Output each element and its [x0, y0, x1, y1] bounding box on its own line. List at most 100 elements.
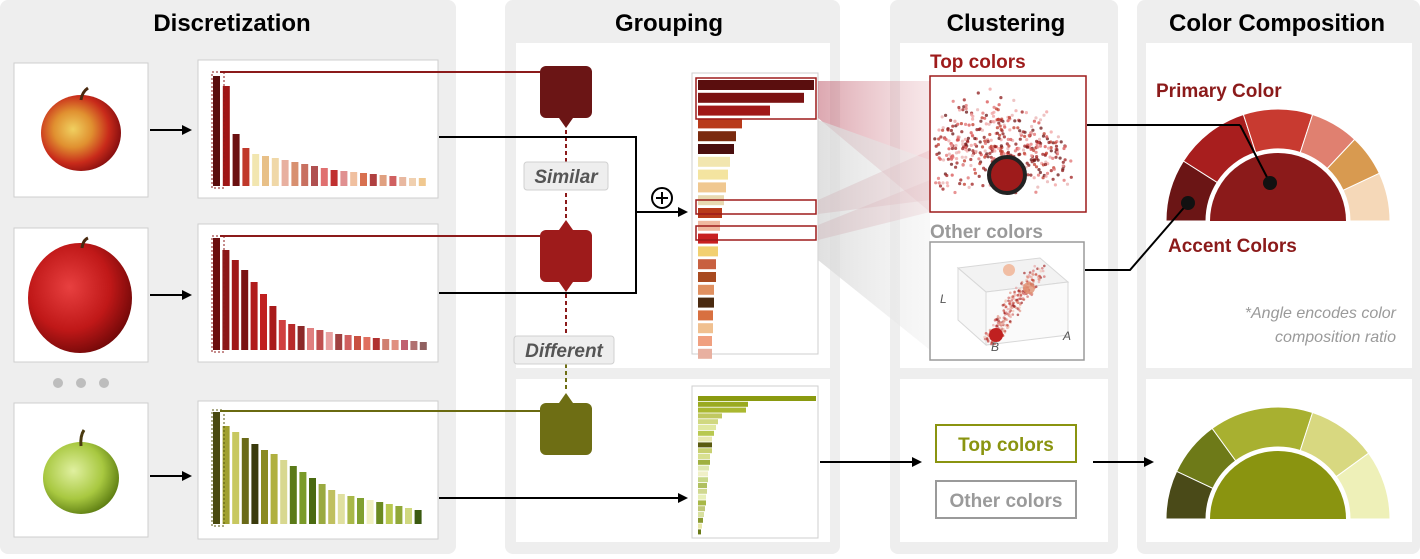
grouped-bar: [698, 471, 708, 477]
histogram-bar: [419, 342, 427, 350]
scatter-point: [1065, 182, 1070, 186]
scatter-point: [937, 137, 941, 141]
scatter-point: [945, 181, 949, 185]
scatter-point: [986, 140, 990, 144]
histogram-bar: [337, 494, 345, 524]
scatter-point: [1032, 159, 1036, 163]
scatter-point: [1043, 264, 1046, 268]
histogram-bar: [330, 170, 338, 186]
histogram-bar: [389, 176, 397, 186]
scatter-point: [1008, 128, 1012, 132]
histogram-bar: [399, 177, 407, 186]
scatter-point: [941, 128, 945, 132]
scatter-point: [971, 117, 975, 121]
histogram-bar: [242, 148, 250, 186]
scatter-point: [993, 149, 997, 153]
scatter-point: [959, 122, 964, 126]
scatter-point: [1023, 134, 1027, 138]
scatter-point: [969, 163, 973, 168]
scatter-point: [1045, 171, 1050, 175]
scatter-point: [962, 105, 966, 109]
scatter-point: [977, 174, 981, 178]
histogram-bar: [232, 134, 240, 186]
scatter-point: [1014, 306, 1018, 310]
histogram-bar: [414, 510, 422, 524]
similar-label: Similar: [534, 167, 599, 188]
scatter-point: [1061, 164, 1065, 168]
grouped-bar: [698, 430, 714, 436]
scatter-point: [984, 113, 989, 117]
histogram-bar: [270, 454, 278, 524]
scatter-point: [962, 98, 966, 102]
histogram-bar: [335, 334, 343, 350]
scatter-point: [951, 124, 955, 128]
3d-axis-box: [956, 257, 1070, 347]
scatter-point: [971, 134, 975, 138]
olive-other-colors-label: Other colors: [950, 491, 1063, 512]
scatter-point: [984, 122, 988, 126]
scatter-point: [998, 316, 1001, 320]
scatter-point: [961, 142, 965, 146]
scatter-point: [946, 157, 951, 161]
histogram-bar: [347, 496, 355, 524]
histogram-bar: [222, 426, 230, 524]
scatter-point: [947, 139, 951, 143]
scatter-point: [1015, 298, 1018, 302]
scatter-point: [991, 147, 995, 151]
scatter-point: [996, 108, 1000, 112]
scatter-point: [1029, 158, 1033, 162]
scatter-point: [950, 173, 954, 177]
scatter-point: [1002, 316, 1006, 320]
scatter-point: [1012, 301, 1015, 305]
scatter-point: [939, 135, 943, 139]
histogram-bar: [372, 338, 380, 350]
scatter-point: [1002, 309, 1006, 312]
scatter-point: [949, 162, 954, 166]
histogram-bar: [309, 478, 316, 524]
scatter-point: [1020, 110, 1024, 114]
scatter-point: [1007, 296, 1010, 300]
scatter-point: [964, 103, 968, 108]
grouping-title: Grouping: [615, 10, 723, 37]
scatter-point: [1006, 137, 1010, 141]
scatter-point: [970, 182, 974, 186]
first-bar-highlight-3: [211, 409, 225, 527]
scatter-point: [966, 176, 970, 180]
scatter-point: [1053, 141, 1057, 145]
grouped-bar: [698, 208, 722, 218]
scatter-point: [1069, 159, 1073, 163]
grouped-bar: [698, 92, 804, 103]
histogram-bar: [278, 320, 286, 350]
scatter-point: [964, 106, 968, 111]
scatter-point: [941, 187, 945, 191]
scatter-point: [1005, 311, 1008, 314]
scatter-point: [937, 156, 941, 160]
grouped-bar: [698, 401, 748, 407]
grouped-bar: [698, 396, 816, 401]
histogram-bar: [213, 412, 220, 524]
other-colors-title: Other colors: [930, 222, 1043, 243]
scatter-point: [1058, 156, 1062, 160]
scatter-point: [1002, 135, 1007, 139]
scatter-point: [1062, 178, 1066, 182]
scatter-point: [934, 144, 938, 148]
scatter-point: [982, 166, 986, 170]
grouped-bar: [698, 259, 716, 270]
other-colors-points: [983, 264, 1046, 346]
scatter-point: [989, 138, 993, 142]
scatter-point: [971, 123, 975, 127]
scatter-point: [1013, 119, 1017, 123]
scatter-point: [1043, 275, 1046, 278]
scatter-point: [992, 323, 995, 327]
scatter-point: [1037, 280, 1041, 284]
scatter-point: [1035, 139, 1039, 143]
scatter-point: [957, 150, 961, 154]
scatter-point: [1014, 142, 1018, 146]
scatter-point: [996, 324, 999, 328]
scatter-point: [1006, 147, 1010, 151]
note-line-1: *Angle encodes color: [1245, 305, 1397, 322]
scatter-point: [953, 190, 957, 195]
histogram-bar: [232, 432, 240, 524]
scatter-point: [1037, 121, 1041, 125]
scatter-point: [1026, 173, 1030, 177]
